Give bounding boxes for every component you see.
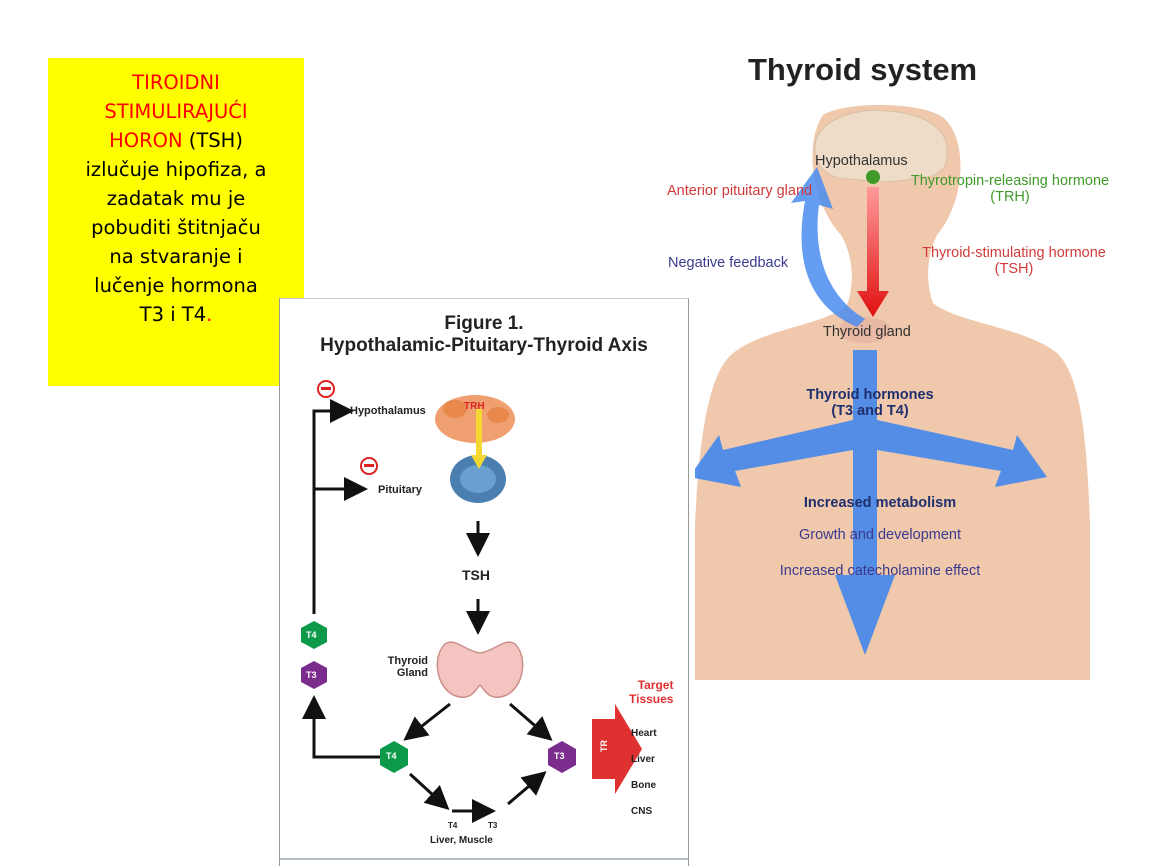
t3-hexagon [548,741,576,773]
label-t4-feedback: T4 [306,630,317,640]
t4-hexagon [380,741,408,773]
note-line: na stvaranje i [109,245,243,268]
label-liver-muscle: Liver, Muscle [430,835,493,846]
label-tsh: TSH [462,567,490,583]
label-negative-feedback: Negative feedback [668,255,789,271]
arrow-thyroid-to-t3 [509,702,553,741]
note-line: pobuditi štitnjaču [91,216,261,239]
tsh-arrow [857,187,889,317]
label-t3-feedback: T3 [306,670,317,680]
hypothalamus-marker [866,170,880,184]
label-t4: T4 [386,751,397,761]
note-line: lučenje hormona [94,274,258,297]
label-effect-growth: Growth and development [798,527,961,543]
label-thyroid-gland: Thyroid gland [823,324,911,340]
target-tissues-arrow [592,704,642,794]
thyroid-gland-illustration [436,641,524,698]
explanation-note: TIROIDNI STIMULIRAJUĆI HORON (TSH) izluč… [48,58,304,386]
label-t3: T3 [554,751,565,761]
figure-graphics [280,380,688,860]
body-illustration [689,104,1090,680]
label-effect-catecholamine: Increased catecholamine effect [779,563,981,579]
note-line: HORON (TSH) [109,129,243,152]
note-line: zadatak mu je [106,187,246,210]
label-trh: Thyrotropin-releasing hormone(TRH) [910,173,1110,205]
arrow-liver-to-t3 [507,771,547,806]
note-line: TIROIDNI [132,71,220,94]
feedback-arrow-up [302,695,380,759]
arrow-t4-to-liver [408,772,450,811]
t3-hexagon-feedback [301,661,327,689]
thyroid-system-diagram: Hypothalamus Anterior pituitary gland Th… [667,104,1109,680]
label-t4-small: T4 [448,821,458,830]
label-thyroid-hormones: Thyroid hormones(T3 and T4) [806,387,934,419]
arrow-thyroid-to-t4 [403,702,451,741]
label-tr: TR [599,740,609,752]
label-t3-small: T3 [488,821,498,830]
thyroid-system-title: Thyroid system [748,52,978,87]
negative-feedback-arrow [791,167,865,327]
feedback-arrow-hypothalamus [312,399,354,614]
target-tissue-list: Heart Liver Bone CNS [631,721,657,825]
figure-title: Figure 1.Hypothalamic-Pituitary-Thyroid … [320,313,648,356]
note-line: STIMULIRAJUĆI [104,100,248,123]
brain [814,109,948,183]
body-silhouette [695,104,1090,680]
pituitary-illustration [435,395,515,503]
label-anterior-pituitary: Anterior pituitary gland [667,183,813,199]
label-pituitary: Pituitary [378,484,423,496]
label-effect-metabolism: Increased metabolism [803,495,957,511]
note-line: izlučuje hipofiza, a [85,158,267,181]
label-trh: TRH [464,401,485,412]
label-hypothalamus: Hypothalamus [350,405,426,417]
tissue-item: Bone [631,780,656,791]
figure-1-panel: Figure 1.Hypothalamic-Pituitary-Thyroid … [279,298,689,866]
label-tsh: Thyroid-stimulating hormone(TSH) [922,245,1106,277]
tissue-item: Liver [631,754,655,765]
thyroid-hormones-arrows [689,350,1047,655]
note-line: T3 i T4. [139,303,213,326]
label-hypothalamus: Hypothalamus [815,153,908,169]
t4-hexagon-feedback [301,621,327,649]
tissue-item: Heart [631,728,657,739]
tissue-item: CNS [631,806,653,817]
